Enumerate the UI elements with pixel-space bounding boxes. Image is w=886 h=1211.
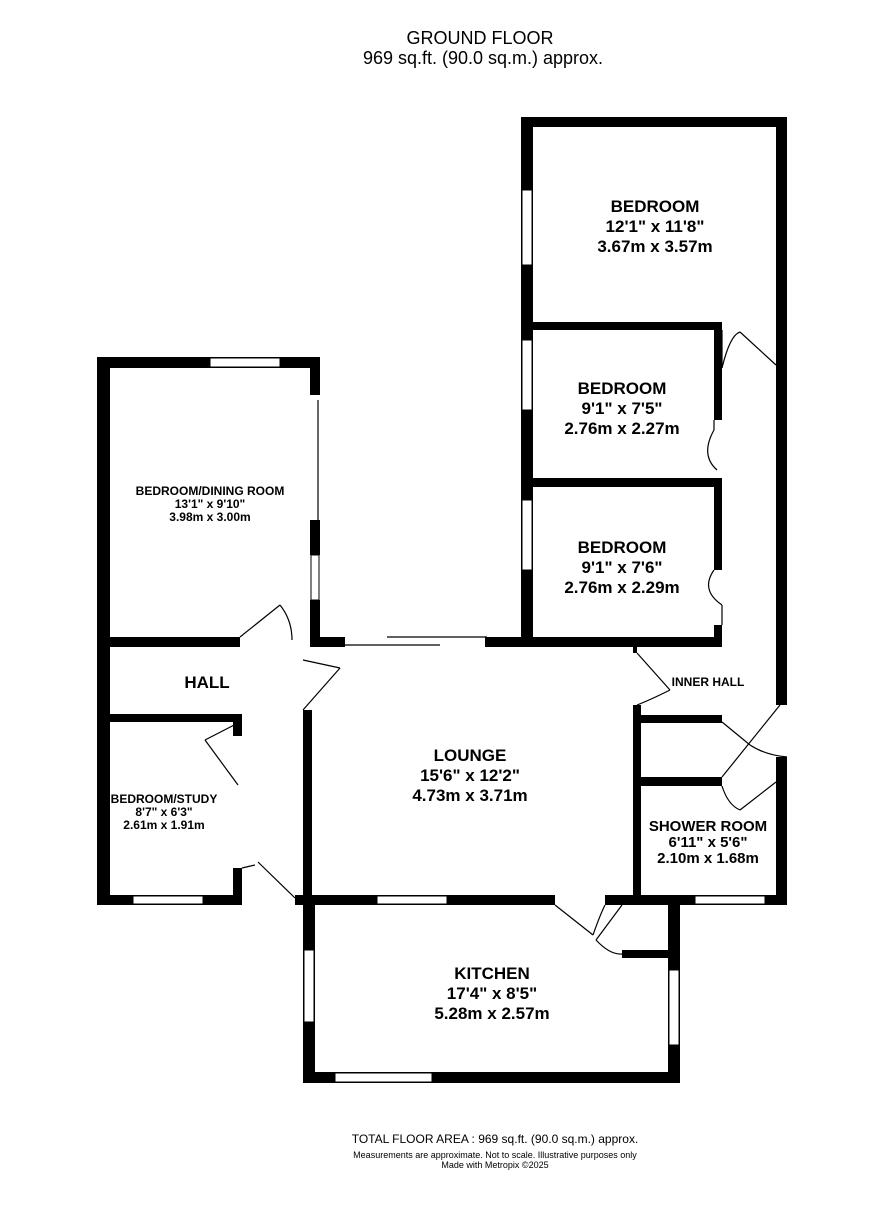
plan-title: GROUND FLOOR [406,28,554,48]
credit: Made with Metropix ©2025 [441,1160,549,1170]
total-area: TOTAL FLOOR AREA : 969 sq.ft. (90.0 sq.m… [351,1132,639,1146]
room-label: HALL [184,673,230,692]
disclaimer: Measurements are approximate. Not to sca… [353,1150,637,1160]
room-label: INNER HALL [671,675,745,689]
plan-area: 969 sq.ft. (90.0 sq.m.) approx. [362,48,604,68]
